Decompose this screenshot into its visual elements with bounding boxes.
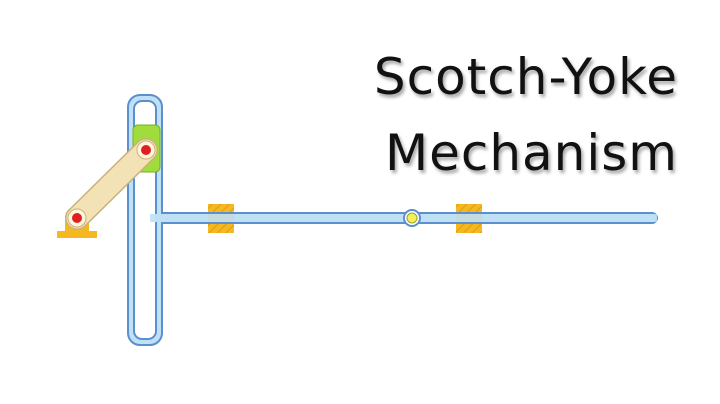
- crank-link: [65, 138, 158, 230]
- rod-joint: [403, 209, 421, 227]
- title-line-1: Scotch-Yoke: [373, 48, 678, 106]
- title-line-2: Mechanism: [384, 124, 678, 182]
